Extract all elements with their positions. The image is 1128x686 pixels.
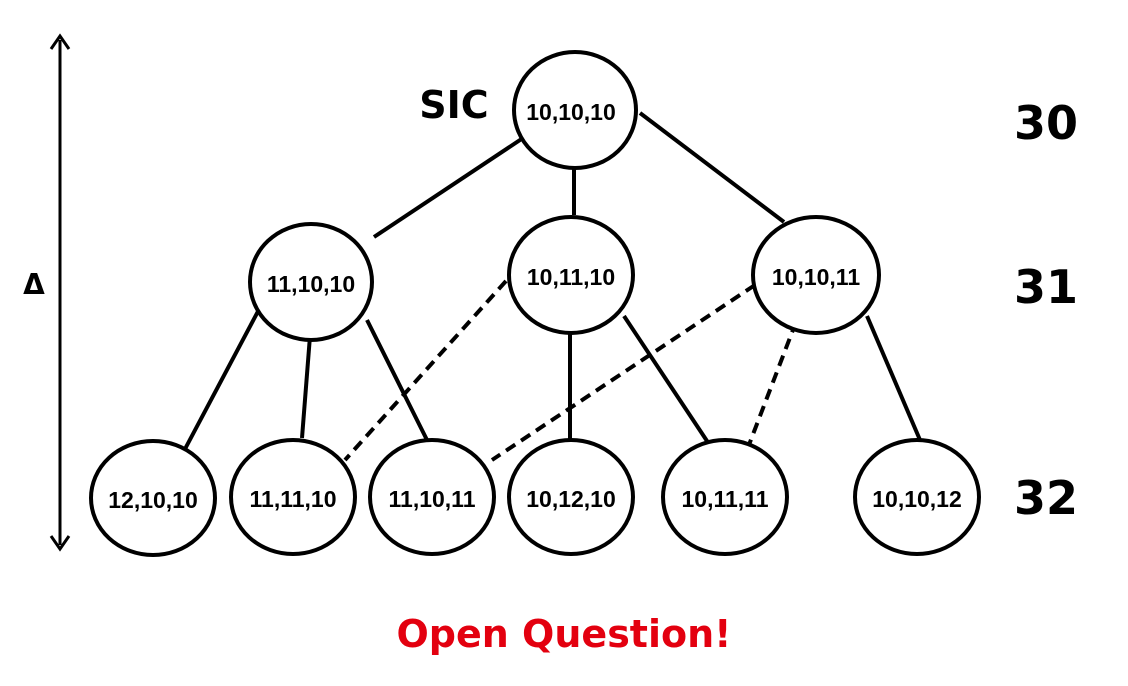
dashed-edge-b-d2 (343, 279, 508, 462)
open-question-caption: Open Question! (396, 612, 732, 656)
svg-text:10,10,11: 10,10,11 (772, 264, 860, 290)
svg-text:11,11,10: 11,11,10 (250, 486, 337, 512)
edge-b-d5 (622, 314, 711, 446)
svg-text:10,10,10: 10,10,10 (526, 99, 616, 125)
svg-text:10,12,10: 10,12,10 (526, 486, 616, 512)
level-32: 32 (1014, 471, 1078, 525)
node-12-10-10: 12,10,10 (89, 439, 217, 557)
svg-text:11,10,10: 11,10,10 (267, 271, 355, 297)
dashed-edges (343, 279, 798, 462)
svg-text:10,10,12: 10,10,12 (872, 486, 962, 512)
node-10-11-10: 10,11,10 (507, 215, 635, 335)
solid-edges (183, 111, 922, 450)
edge-a-d3 (365, 319, 429, 441)
node-11-10-10: 11,10,10 (248, 222, 374, 342)
svg-text:10,11,10: 10,11,10 (527, 264, 615, 290)
sic-label: SIC (419, 83, 488, 127)
svg-text:12,10,10: 12,10,10 (108, 487, 198, 513)
svg-text:11,10,11: 11,10,11 (389, 486, 476, 512)
node-10-12-10: 10,12,10 (507, 438, 635, 556)
node-11-11-10: 11,11,10 (229, 438, 357, 556)
level-30: 30 (1014, 96, 1078, 150)
delta-label: Δ (23, 268, 45, 301)
dashed-edge-c-d5 (745, 321, 798, 451)
edge-a-d2 (300, 335, 312, 439)
edge-c-d6 (865, 315, 922, 441)
node-10-10-12: 10,10,12 (853, 438, 981, 556)
node-10-11-11: 10,11,11 (661, 438, 789, 556)
node-root: 10,10,10 (512, 50, 638, 170)
node-11-10-11: 11,10,11 (368, 438, 496, 556)
edge-a-d1 (183, 299, 266, 450)
node-10-10-11: 10,10,11 (751, 215, 881, 335)
svg-text:10,11,11: 10,11,11 (682, 486, 769, 512)
level-31: 31 (1014, 260, 1078, 314)
delta-arrow (49, 33, 71, 552)
edge-root-c (638, 111, 786, 224)
edge-root-a (372, 136, 525, 239)
